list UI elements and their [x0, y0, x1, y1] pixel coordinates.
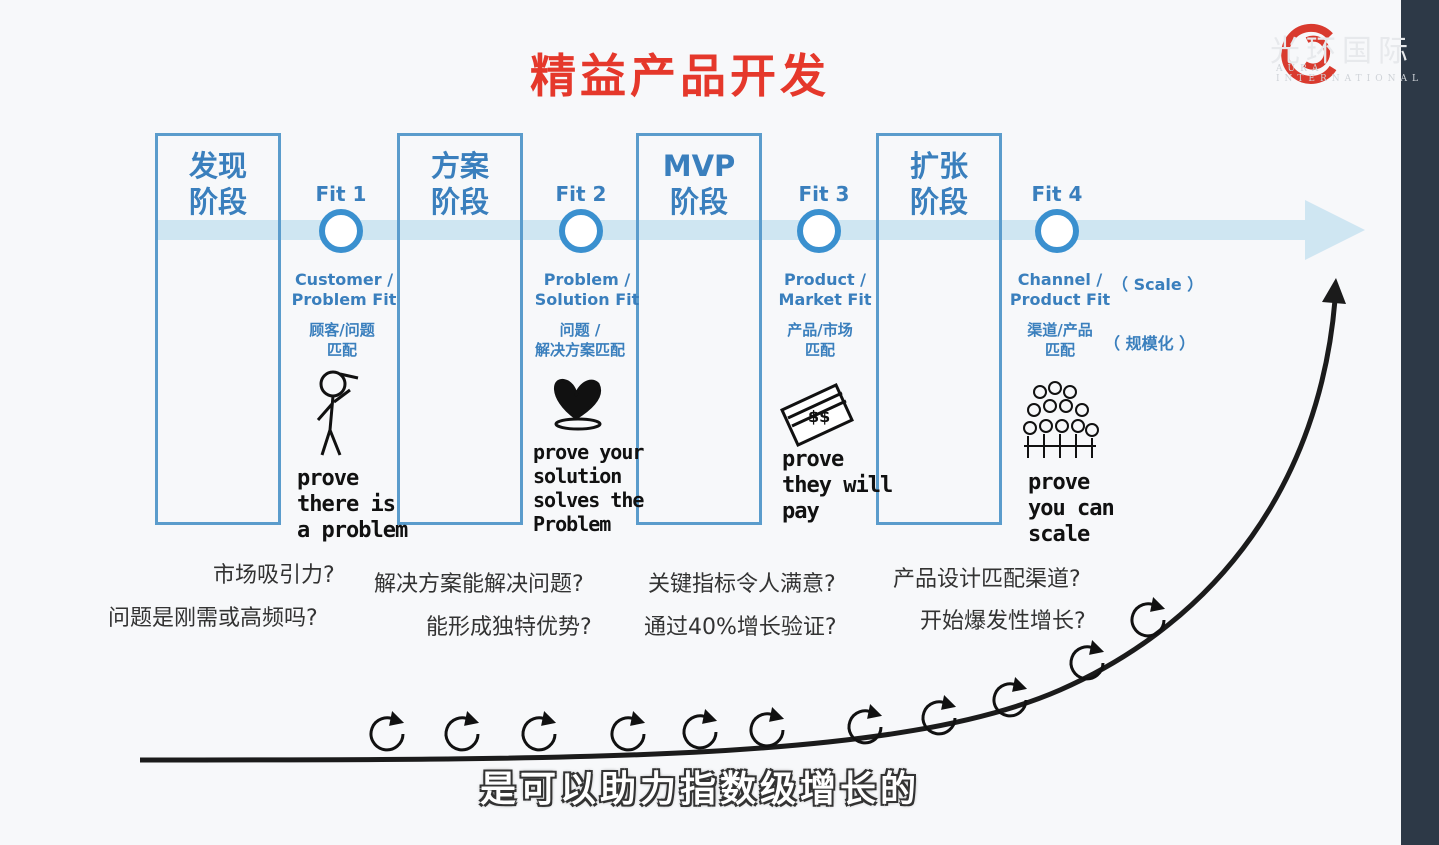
aura-logo-icon — [1281, 23, 1337, 84]
loop-icon — [992, 676, 1028, 718]
loop-icon — [682, 708, 718, 750]
fit-3-label: Fit 3 — [798, 182, 850, 206]
loop-icon — [847, 703, 883, 745]
diagram-canvas: $$ — [139, 200, 1365, 763]
logo-text: 光环国际 — [1270, 34, 1414, 69]
scale-en: （ Scale ） — [1112, 275, 1204, 294]
loop-icon — [521, 710, 557, 752]
fit-3-circle — [797, 209, 841, 253]
fit-4-cn: 渠道/产品匹配 — [1027, 321, 1093, 359]
fit-1-cn: 顾客/问题匹配 — [309, 321, 375, 359]
fit-2-circle — [559, 209, 603, 253]
question-3a: 关键指标令人满意? — [648, 572, 836, 597]
fit-4-label: Fit 4 — [1031, 182, 1083, 206]
question-3b: 通过40%增长验证? — [644, 615, 837, 640]
loop-icon — [1069, 639, 1105, 681]
fit-4-circle — [1035, 209, 1079, 253]
fit-1-description: Customer /Problem Fit — [291, 270, 397, 309]
stage-box-discovery — [155, 133, 281, 525]
timeline-arrowhead — [1305, 200, 1365, 260]
question-1b: 问题是刚需或高频吗? — [108, 606, 318, 631]
right-side-bar — [1401, 0, 1439, 845]
stage-box-solution — [397, 133, 523, 525]
timeline-arrow-shaft — [155, 220, 1315, 240]
page-title: 精益产品开发 — [530, 49, 830, 103]
stage-box-scale — [876, 133, 1002, 525]
growth-curve — [139, 299, 1338, 763]
stage-label-solution: 方案阶段 — [430, 149, 489, 219]
iteration-loops — [369, 596, 1166, 752]
stage-label-discovery: 发现阶段 — [188, 149, 247, 219]
question-2a: 解决方案能解决问题? — [374, 572, 584, 597]
fit-2-description: Problem /Solution Fit — [534, 270, 640, 309]
question-4b: 开始爆发性增长? — [920, 609, 1086, 634]
question-4a: 产品设计匹配渠道? — [893, 567, 1081, 592]
loop-icon — [369, 710, 405, 752]
fit-2-cn: 问题 /解决方案匹配 — [534, 321, 625, 359]
stage-box-mvp — [636, 133, 762, 525]
question-1a: 市场吸引力? — [213, 563, 335, 588]
loop-icon — [749, 706, 785, 748]
crowd-doodle-icon — [1023, 381, 1099, 458]
fit-1-label: Fit 1 — [315, 182, 367, 206]
video-subtitle: 是可以助力指数级增长的 — [479, 769, 920, 810]
svg-text:$$: $$ — [808, 407, 830, 426]
loop-icon — [444, 710, 480, 752]
fit-3-description: Product /Market Fit — [778, 270, 872, 309]
money-doodle-icon: $$ — [780, 383, 854, 447]
loop-icon — [921, 694, 957, 736]
logo-subtext: AURA INTERNATIONAL — [1276, 64, 1423, 84]
growth-arrowhead — [1322, 278, 1346, 304]
heart-doodle-icon — [554, 378, 602, 431]
fit-3-cn: 产品/市场匹配 — [787, 321, 853, 359]
loop-icon — [610, 710, 646, 752]
scale-cn: （ 规模化 ） — [1104, 334, 1196, 353]
fit-1-circle — [319, 209, 363, 253]
loop-icon — [1130, 596, 1166, 638]
fit-4-description: Channel /Product Fit — [1009, 270, 1111, 309]
stage-label-scale: 扩张阶段 — [909, 149, 968, 219]
person-doodle-icon — [316, 370, 359, 456]
question-2b: 能形成独特优势? — [426, 615, 592, 640]
fit-2-label: Fit 2 — [555, 182, 607, 206]
